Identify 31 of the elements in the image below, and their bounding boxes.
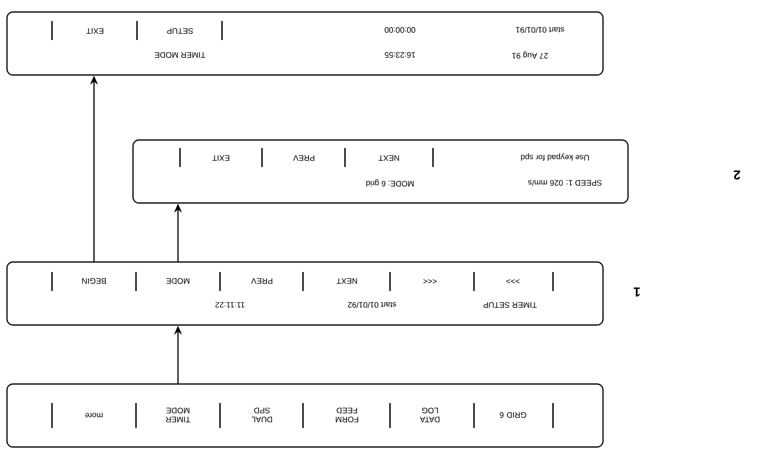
softkey-label: >>>	[506, 279, 520, 284]
screen-text: TIMER SETUP	[484, 302, 537, 308]
screen-text: 00:00:00	[384, 27, 416, 33]
screen-text: TIMER MODE	[154, 52, 206, 58]
softkey-label: EXIT	[212, 155, 230, 161]
softkey-label: PREV	[251, 278, 272, 284]
screen-text: start 01/01/91	[516, 27, 564, 33]
softkey-label: GRID 6	[500, 412, 526, 418]
softkey-label: <<<	[423, 279, 437, 284]
screen-text: 16:23:55	[384, 52, 415, 58]
softkey-label: BEGIN	[82, 278, 106, 284]
softkey-label: more	[85, 412, 103, 418]
softkey-label: EXIT	[86, 28, 104, 34]
softkey-label: FORM FEED	[336, 408, 358, 422]
screen-text: 27 Aug 91	[512, 51, 548, 59]
softkey-label: NEXT	[336, 278, 358, 284]
display-screen	[6, 383, 604, 448]
softkey-label: PREV	[293, 155, 314, 161]
softkey-label: DATA LOG	[420, 408, 440, 422]
softkey-label: NEXT	[378, 155, 400, 161]
softkey-label: DUAL SPD	[252, 408, 272, 422]
screen-number: 1	[634, 288, 640, 296]
softkey-label: TIMER MODE	[166, 408, 190, 422]
screen-text: MODE: 6 grid	[366, 179, 414, 187]
screen-text: 11:11:22	[215, 302, 244, 308]
screen-text: SPEED 1: 026 mm/s	[528, 180, 602, 186]
screen-text: Use keypad for spd	[521, 153, 589, 161]
softkey-label: SETUP	[167, 28, 193, 34]
softkey-label: MODE	[166, 278, 190, 284]
screen-text: start 01/01/92	[348, 302, 396, 308]
screen-number: 2	[734, 170, 740, 180]
